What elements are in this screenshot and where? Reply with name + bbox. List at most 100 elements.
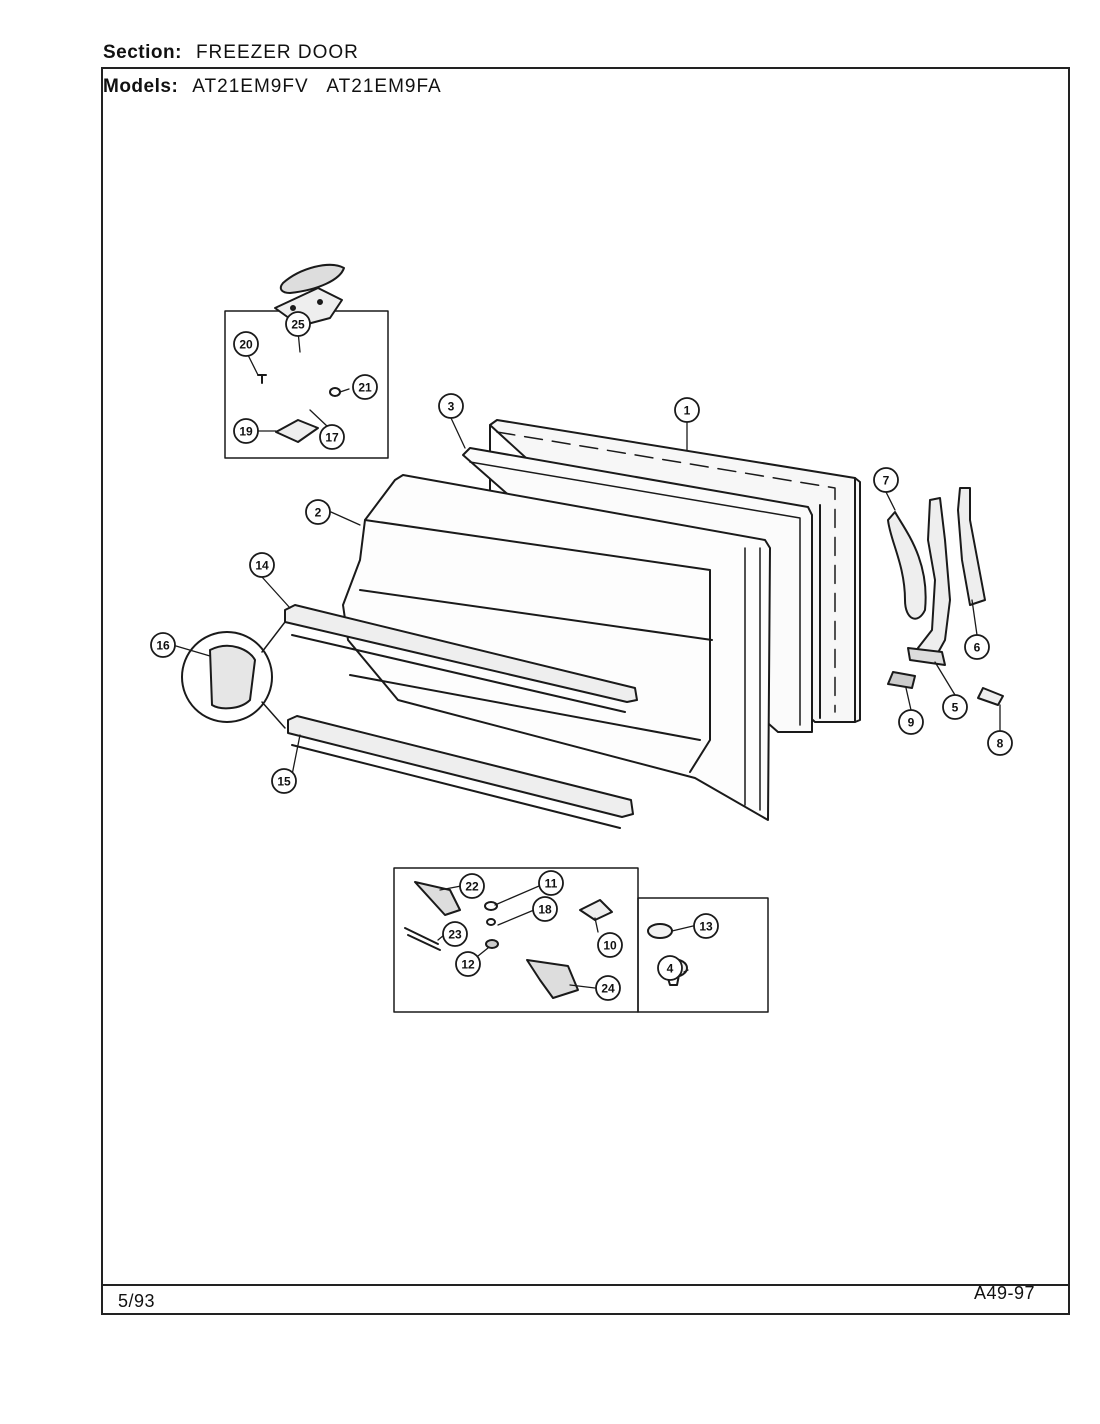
callout-1: 1 — [674, 397, 700, 423]
callout-leaders — [175, 330, 1001, 989]
callout-number: 20 — [239, 338, 253, 352]
callout-12: 12 — [455, 951, 481, 977]
callout-number: 10 — [603, 939, 617, 953]
callout-24: 24 — [595, 975, 621, 1001]
callout-circle — [898, 709, 924, 735]
callout-22: 22 — [459, 873, 485, 899]
hinge-shim-part — [275, 419, 319, 443]
callout-number: 23 — [448, 928, 462, 942]
inner-door-liner-part — [342, 474, 771, 821]
door-shelf-rail-lower-part — [287, 715, 634, 829]
callout-circle — [657, 955, 683, 981]
callout-16: 16 — [150, 632, 176, 658]
callout-number: 14 — [255, 559, 269, 573]
callout-circle — [305, 499, 331, 525]
models-label: Models: — [103, 76, 179, 97]
models-heading: Models: AT21EM9FV AT21EM9FA — [103, 76, 442, 98]
callout-number: 17 — [325, 431, 339, 445]
callout-14: 14 — [249, 552, 275, 578]
callout-number: 25 — [291, 318, 305, 332]
callout-5: 5 — [942, 694, 968, 720]
callout-number: 6 — [974, 641, 981, 655]
handle-end-cap-part — [977, 687, 1004, 706]
callout-number: 16 — [156, 639, 170, 653]
hinge-rod-part — [404, 927, 441, 951]
callout-number: 15 — [277, 775, 291, 789]
callout-number: 8 — [997, 737, 1004, 751]
nut-part — [329, 387, 341, 397]
washer-part — [484, 901, 498, 926]
callout-circle — [693, 913, 719, 939]
callout-15: 15 — [271, 768, 297, 794]
callout-circle — [595, 975, 621, 1001]
callout-circle — [233, 331, 259, 357]
top-hinge-cover-part — [279, 263, 345, 294]
callout-number: 9 — [908, 716, 915, 730]
footer-page-code: A49-97 — [974, 1283, 1036, 1303]
callout-circle — [438, 393, 464, 419]
callout-number: 7 — [883, 474, 890, 488]
bottom-hinge-part — [414, 881, 461, 916]
section-label: Section: — [103, 42, 182, 63]
callout-4: 4 — [657, 955, 683, 981]
callout-17: 17 — [319, 424, 345, 450]
hinge-pin-part — [887, 671, 916, 689]
callout-circle — [319, 424, 345, 450]
callout-3: 3 — [438, 393, 464, 419]
callout-circle — [987, 730, 1013, 756]
callout-number: 18 — [538, 903, 552, 917]
callout-circle — [150, 632, 176, 658]
callout-circle — [233, 418, 259, 444]
hole-plug-small-part — [647, 923, 673, 939]
section-value: FREEZER DOOR — [195, 42, 359, 63]
stop-bracket-part — [579, 899, 613, 921]
screw-part — [257, 374, 267, 384]
footer-date: 5/93 — [118, 1291, 156, 1311]
diagram-frame — [101, 67, 1070, 1315]
callout-circle — [249, 552, 275, 578]
callout-circle — [285, 311, 311, 337]
callout-circle — [964, 634, 990, 660]
callout-2: 2 — [305, 499, 331, 525]
callout-number: 13 — [699, 920, 713, 934]
callout-number: 5 — [952, 701, 959, 715]
callout-11: 11 — [538, 870, 564, 896]
callout-13: 13 — [693, 913, 719, 939]
door-handle-part — [887, 511, 927, 620]
section-heading: Section: FREEZER DOOR — [103, 42, 359, 64]
callout-10: 10 — [597, 932, 623, 958]
rail-clip-detail-magnifier — [181, 621, 286, 729]
callout-19: 19 — [233, 418, 259, 444]
hinge-assembly-part — [526, 959, 579, 999]
callout-circle — [442, 921, 468, 947]
callout-number: 4 — [667, 962, 674, 976]
callout-circle — [538, 870, 564, 896]
callout-number: 19 — [239, 425, 253, 439]
callout-circle — [942, 694, 968, 720]
callout-number: 11 — [545, 877, 558, 891]
callout-25: 25 — [285, 311, 311, 337]
callout-circle — [597, 932, 623, 958]
callout-20: 20 — [233, 331, 259, 357]
callout-circle — [352, 374, 378, 400]
callout-8: 8 — [987, 730, 1013, 756]
callout-circle — [271, 768, 297, 794]
callout-18: 18 — [532, 896, 558, 922]
callout-number: 21 — [358, 381, 372, 395]
callout-6: 6 — [964, 634, 990, 660]
models-value: AT21EM9FV AT21EM9FA — [192, 76, 442, 97]
footer-divider — [101, 1284, 1070, 1286]
inset-box-plugs — [637, 897, 769, 1013]
callout-number: 12 — [461, 958, 475, 972]
callout-layer: 1234567891011121314151617181920212223242… — [150, 311, 1013, 1001]
callout-9: 9 — [898, 709, 924, 735]
callout-21: 21 — [352, 374, 378, 400]
callout-number: 1 — [684, 404, 691, 418]
callout-circle — [459, 873, 485, 899]
callout-7: 7 — [873, 467, 899, 493]
callout-number: 2 — [315, 506, 322, 520]
callout-circle — [455, 951, 481, 977]
spacer-part — [485, 939, 499, 949]
callout-number: 22 — [465, 880, 479, 894]
